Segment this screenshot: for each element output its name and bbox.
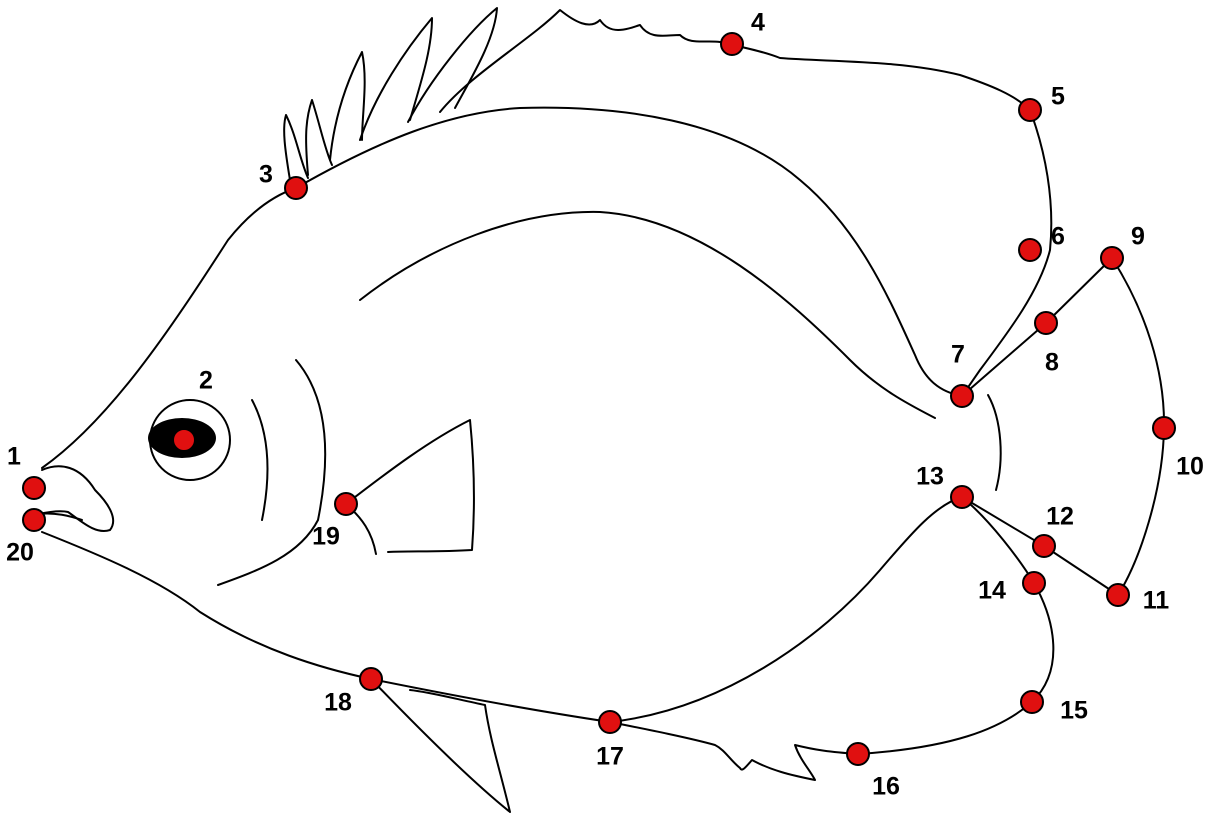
operculum-line: [218, 360, 325, 585]
landmark-dot-13: [951, 486, 973, 508]
landmark-dot-16: [847, 743, 869, 765]
dorsal-spine-3: [330, 52, 365, 160]
landmark-label-8: 8: [1045, 349, 1059, 377]
landmark-dot-3: [285, 177, 307, 199]
landmark-label-17: 17: [596, 743, 624, 771]
landmark-label-16: 16: [872, 773, 900, 801]
landmark-dot-5: [1019, 99, 1041, 121]
landmark-dot-18: [360, 668, 382, 690]
inner-body-line: [360, 212, 935, 418]
dorsal-spine-2: [306, 100, 332, 175]
pelvic-fin-outline: [371, 679, 510, 812]
landmark-label-14: 14: [978, 577, 1006, 605]
landmark-dot-4: [721, 33, 743, 55]
landmark-dot-2: [173, 429, 195, 451]
landmark-label-9: 9: [1131, 223, 1145, 251]
dorsal-spine-1: [284, 115, 308, 180]
landmark-label-18: 18: [324, 689, 352, 717]
landmark-dot-7: [951, 385, 973, 407]
landmark-label-11: 11: [1143, 587, 1170, 615]
landmark-label-4: 4: [751, 9, 765, 37]
dorsal-spine-5: [408, 8, 497, 122]
landmark-label-2: 2: [199, 367, 213, 395]
anal-fin-outline: [610, 497, 1053, 780]
landmark-label-5: 5: [1051, 83, 1065, 111]
landmark-dot-20: [23, 509, 45, 531]
landmark-dot-17: [599, 711, 621, 733]
landmark-dot-6: [1019, 239, 1041, 261]
landmark-label-7: 7: [951, 341, 965, 369]
landmark-dot-12: [1033, 535, 1055, 557]
landmark-label-20: 20: [6, 539, 34, 567]
landmark-dot-8: [1035, 312, 1057, 334]
dorsal-body-line: [42, 108, 962, 468]
landmark-label-1: 1: [7, 443, 21, 471]
landmark-dot-11: [1107, 584, 1129, 606]
landmark-label-3: 3: [259, 161, 273, 189]
landmark-label-12: 12: [1046, 503, 1074, 531]
landmark-label-6: 6: [1051, 223, 1065, 251]
dorsal-spine-4: [360, 18, 432, 140]
belly-to-anal-line: [610, 497, 962, 722]
landmark-dot-9: [1101, 247, 1123, 269]
dorsal-fin-outline: [440, 10, 1051, 396]
landmark-dot-15: [1021, 691, 1043, 713]
preoperculum-line: [252, 400, 267, 520]
fish-outline: [38, 8, 1164, 812]
landmark-label-19: 19: [312, 523, 340, 551]
landmark-label-13: 13: [916, 463, 944, 491]
snout-lip: [38, 466, 113, 531]
landmark-dot-10: [1153, 417, 1175, 439]
landmark-label-15: 15: [1060, 697, 1088, 725]
caudal-peduncle-line: [988, 395, 1001, 490]
landmark-dot-14: [1023, 572, 1045, 594]
landmark-dot-19: [335, 493, 357, 515]
landmark-dot-1: [23, 477, 45, 499]
landmark-label-10: 10: [1176, 453, 1204, 481]
pectoral-fin-outline: [346, 420, 474, 552]
